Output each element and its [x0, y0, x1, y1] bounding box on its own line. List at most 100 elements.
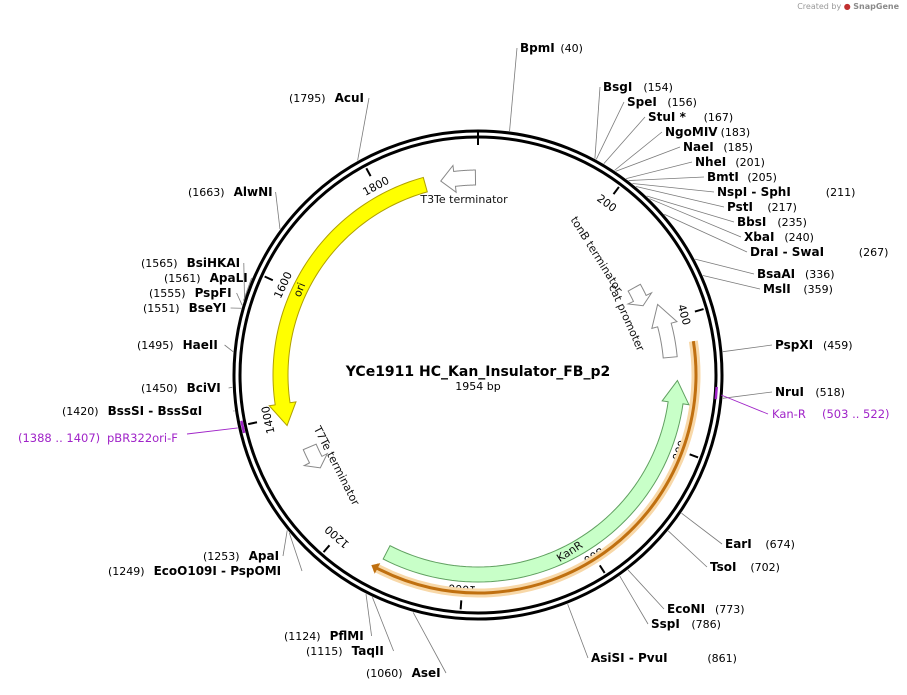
- site-label[interactable]: BpmI(40): [509, 41, 583, 132]
- site-label[interactable]: (1115) TaqII: [306, 597, 394, 658]
- site-label[interactable]: StuI *(167): [603, 110, 733, 164]
- site-label[interactable]: DraI - SwaI(267): [664, 213, 888, 259]
- site-connector: [282, 530, 288, 557]
- site-label[interactable]: (1565)BsiHKAI: [141, 256, 245, 298]
- site-label[interactable]: (1249)EcoO109I - PspOMI: [108, 532, 303, 578]
- tick-mark: [247, 421, 258, 426]
- credit-prefix: Created by: [797, 2, 842, 11]
- primer-connector: [721, 394, 769, 415]
- site-label[interactable]: BsgI (154): [594, 80, 673, 159]
- site-label[interactable]: (1450)BciVI: [141, 381, 233, 395]
- feature-ori[interactable]: [268, 176, 428, 427]
- credit-brand: SnapGene: [853, 2, 899, 11]
- site-connector: [646, 195, 735, 223]
- site-position: (1561): [164, 272, 201, 285]
- site-connector: [236, 292, 243, 306]
- primer-range: (1388 .. 1407): [18, 431, 100, 445]
- feature-label: ori: [291, 281, 308, 299]
- site-name: ApaLI: [210, 271, 248, 285]
- site-label[interactable]: NspI - SphI(211): [632, 183, 855, 199]
- site-label[interactable]: BmtI(205): [628, 170, 777, 184]
- site-name: NgoMIV: [665, 125, 718, 139]
- site-label[interactable]: SpeI(156): [595, 95, 697, 160]
- site-name: PspXI: [775, 338, 813, 352]
- site-name: NaeI: [683, 140, 714, 154]
- site-label[interactable]: PspXI (459): [722, 338, 853, 353]
- site-label[interactable]: NheI(201): [626, 155, 765, 180]
- site-name: BsgI: [603, 80, 632, 94]
- site-name: AlwNI: [234, 185, 273, 199]
- site-label[interactable]: BsaAI(336): [694, 258, 835, 281]
- site-label[interactable]: NaeI (185): [615, 140, 753, 172]
- site-position: (702): [750, 561, 780, 574]
- site-connector: [372, 597, 394, 652]
- feature-shape: [268, 176, 428, 427]
- orf-band: [371, 340, 701, 598]
- site-connector: [615, 146, 681, 172]
- site-connector: [614, 131, 663, 171]
- feature-tonb-terminator[interactable]: [626, 283, 653, 307]
- feature-t3te-terminator[interactable]: [440, 164, 477, 194]
- tick-mark: [459, 600, 463, 610]
- site-label[interactable]: EarI(674): [681, 512, 795, 551]
- site-label[interactable]: (1551)BseYI: [143, 301, 242, 315]
- site-label[interactable]: XbaI(240): [649, 198, 814, 244]
- feature-kanr[interactable]: [382, 379, 690, 583]
- site-label[interactable]: AsiSI - PvuI(861): [567, 603, 737, 665]
- primer-range: (503 .. 522): [822, 407, 890, 421]
- feature-t7te-terminator[interactable]: [302, 443, 329, 469]
- site-name: NruI: [775, 385, 804, 399]
- site-label[interactable]: (1253)ApaI: [203, 530, 288, 563]
- feature-cat-promoter[interactable]: [651, 303, 678, 359]
- site-label[interactable]: EcoNI(773): [627, 569, 745, 616]
- feature-shape: [440, 164, 477, 194]
- primer-pbr322ori-f[interactable]: (1388 .. 1407) pBR322ori-F: [18, 420, 246, 445]
- site-connector: [628, 176, 705, 181]
- site-connector: [702, 275, 761, 290]
- orf-line: [374, 340, 698, 595]
- site-position: (185): [723, 141, 753, 154]
- site-label[interactable]: TsoI(702): [667, 530, 780, 574]
- primer-kan-r[interactable]: Kan-R(503 .. 522): [714, 386, 890, 421]
- site-name: TaqII: [352, 644, 384, 658]
- site-name: AseI: [412, 666, 441, 680]
- site-label[interactable]: (1124)PflMI: [284, 593, 372, 643]
- site-position: (459): [823, 339, 853, 352]
- site-connector: [567, 603, 589, 659]
- site-label[interactable]: PstI(217): [635, 186, 797, 214]
- site-connector: [664, 213, 748, 253]
- site-position: (201): [735, 156, 765, 169]
- primer-connector: [186, 427, 238, 435]
- site-label[interactable]: (1420)BssSI - BssSαI: [62, 404, 235, 418]
- site-position: (154): [643, 81, 673, 94]
- site-connector: [357, 97, 370, 161]
- site-label[interactable]: SspI(786): [619, 575, 721, 631]
- site-position: (1115): [306, 645, 343, 658]
- site-label[interactable]: (1495)HaeII: [137, 338, 234, 353]
- site-label[interactable]: (1663) AlwNI: [188, 185, 281, 230]
- site-name: BseYI: [189, 301, 227, 315]
- site-name: HaeII: [183, 338, 218, 352]
- site-position: (40): [560, 42, 583, 55]
- site-label[interactable]: BbsI(235): [646, 195, 807, 229]
- site-label[interactable]: (1060)AseI: [366, 612, 447, 680]
- site-position: (1253): [203, 550, 240, 563]
- site-position: (1555): [149, 287, 186, 300]
- tick-mark: [612, 186, 620, 195]
- site-label[interactable]: NgoMIV(183): [614, 125, 751, 171]
- site-name: EarI: [725, 537, 752, 551]
- site-position: (1663): [188, 186, 225, 199]
- site-label[interactable]: NruI(518): [722, 385, 845, 399]
- site-connector: [649, 198, 742, 238]
- site-connector: [681, 512, 723, 545]
- site-label[interactable]: (1795)AcuI: [289, 91, 370, 161]
- feature-shape: [302, 443, 329, 469]
- primer-name: pBR322ori-F: [107, 431, 178, 445]
- site-label[interactable]: (1561) ApaLI: [164, 271, 252, 301]
- site-name: BsaAI: [757, 267, 795, 281]
- site-name: DraI - SwaI: [750, 245, 824, 259]
- site-label[interactable]: (1555)PspFI: [149, 286, 243, 306]
- site-name: SpeI: [627, 95, 657, 109]
- site-position: (773): [715, 603, 745, 616]
- site-label[interactable]: MslI(359): [702, 275, 833, 296]
